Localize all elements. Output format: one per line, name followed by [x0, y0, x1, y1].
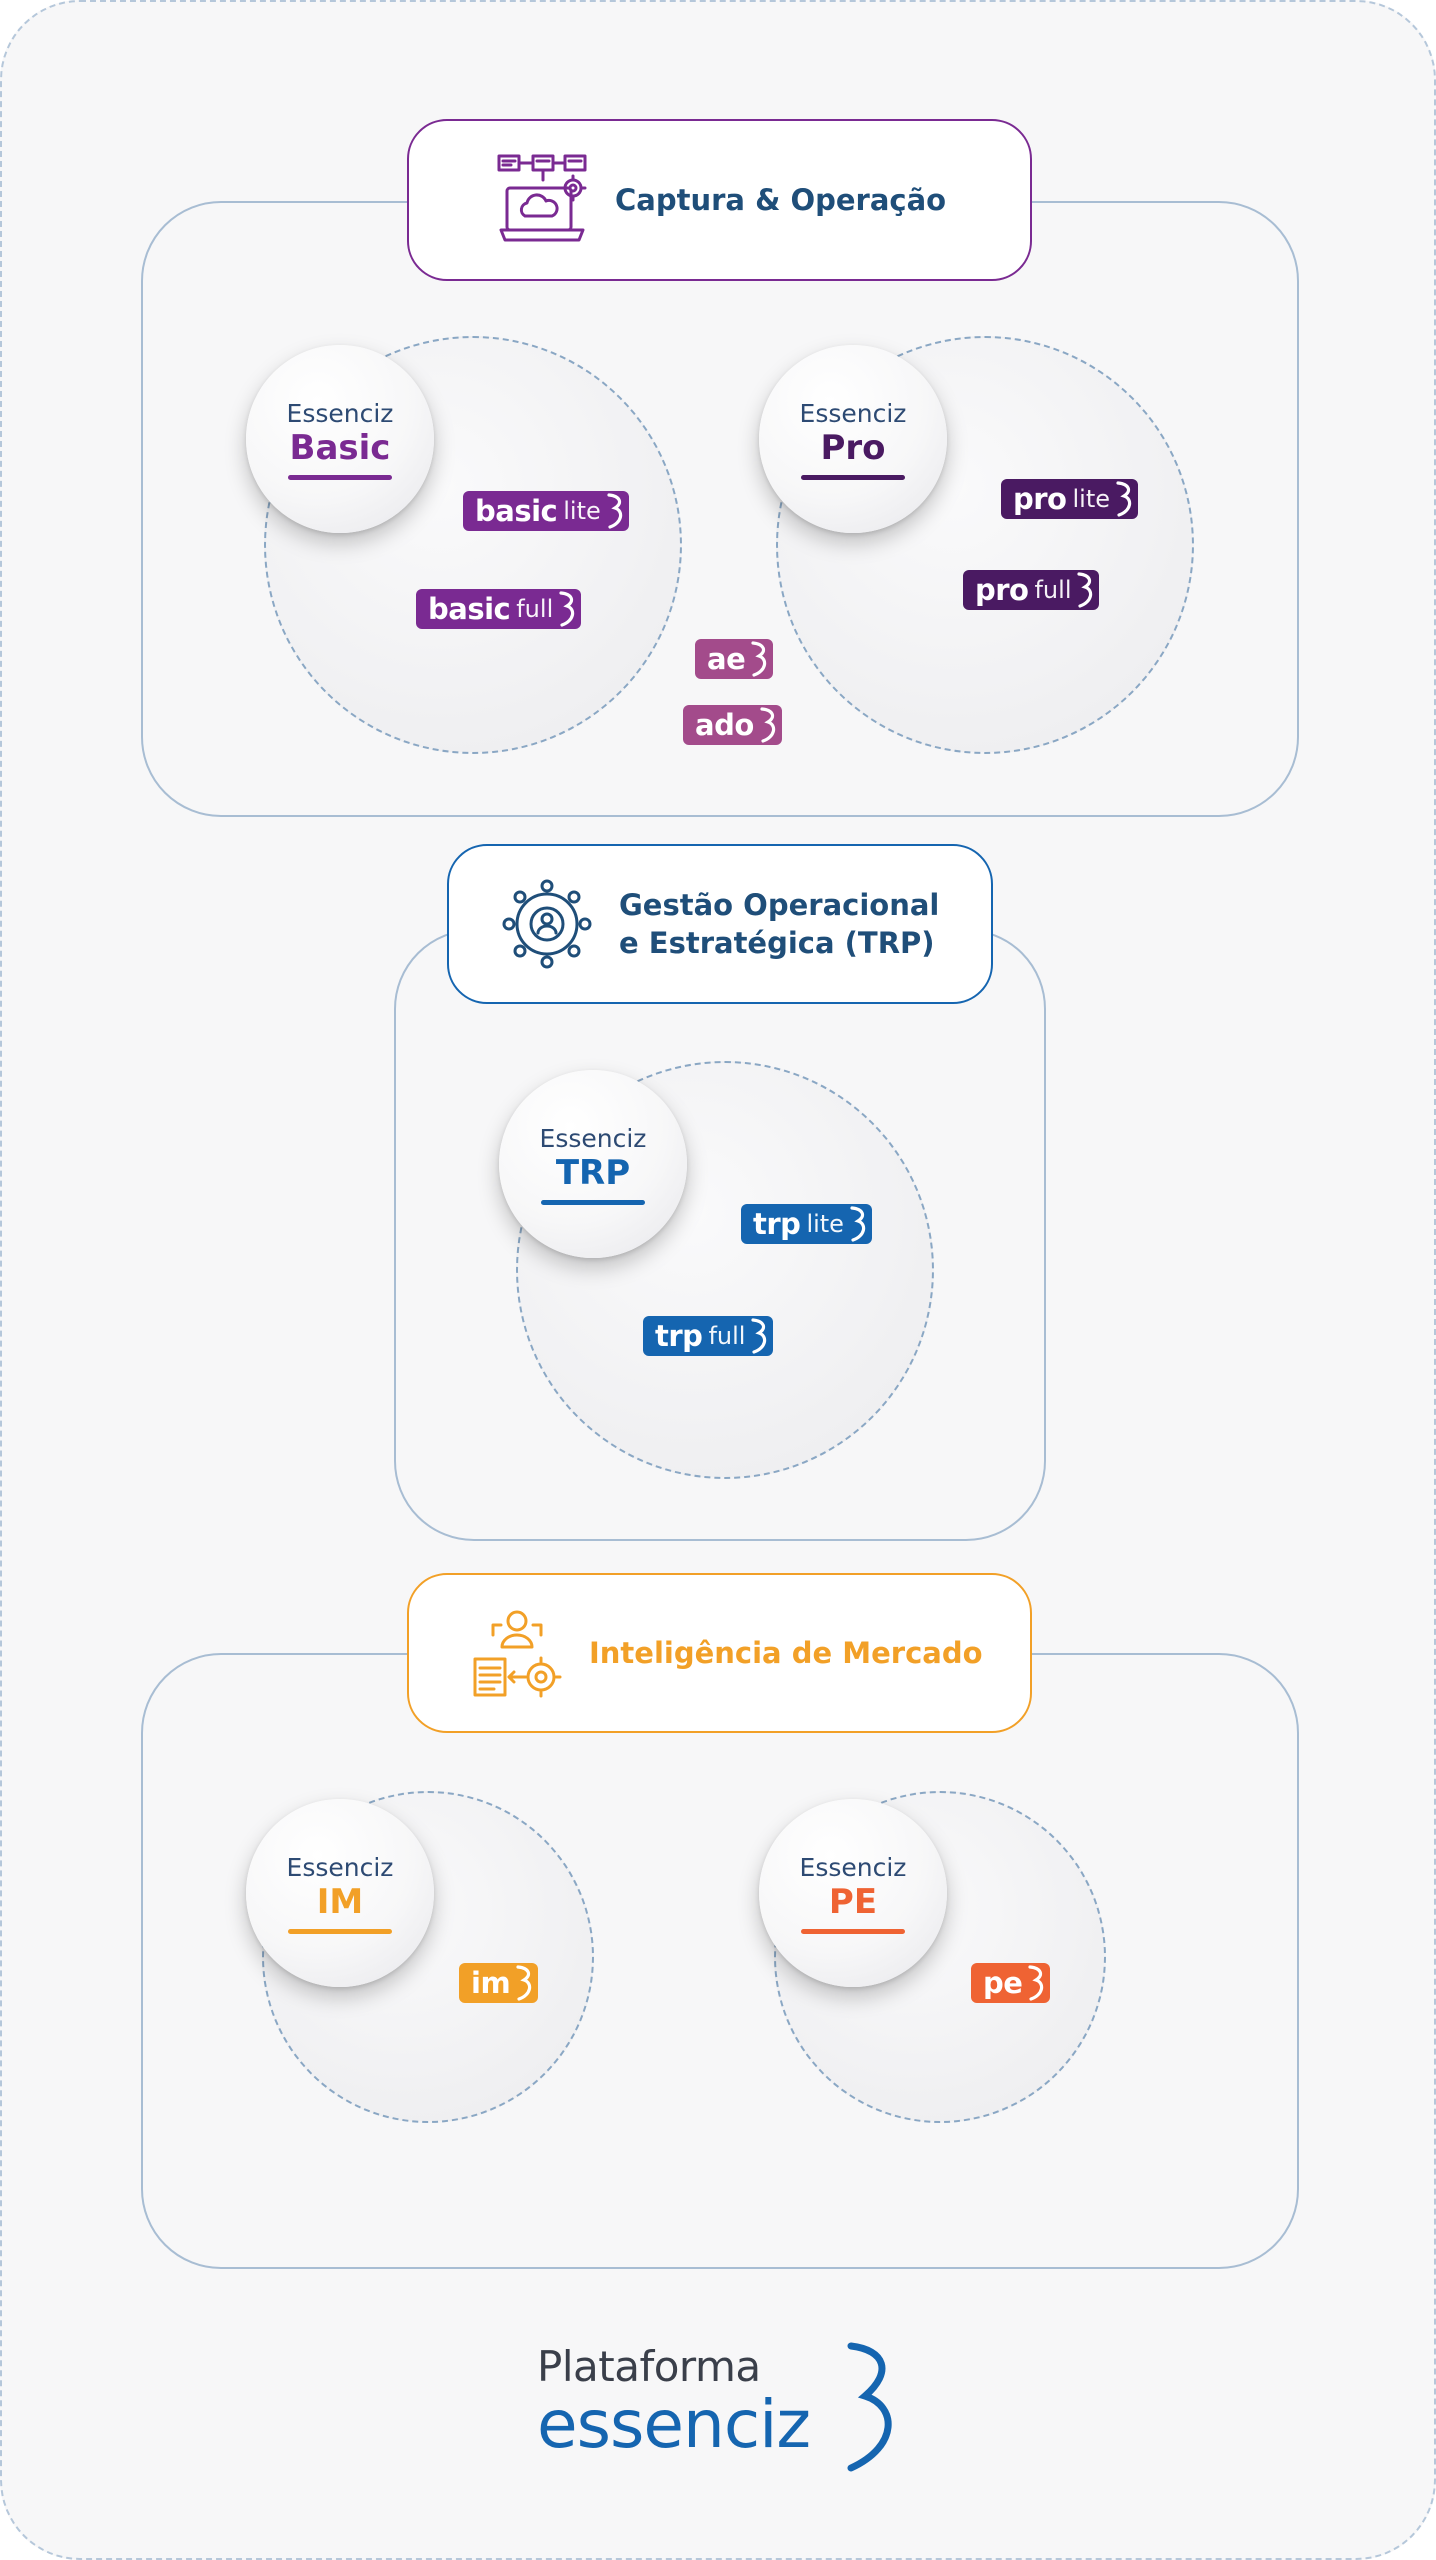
swoosh-icon — [759, 707, 779, 743]
badge-brand: Essenciz — [286, 398, 394, 428]
badge-underline — [288, 1928, 392, 1934]
section-captura-header: Captura & Operação — [407, 119, 1032, 281]
essenciz-pro-badge: Essenciz Pro — [759, 345, 947, 533]
module-tag-ado: ado — [683, 705, 782, 745]
badge-underline — [801, 474, 905, 480]
module-tag-im: im — [459, 1963, 539, 2003]
essenciz-im-badge: Essenciz IM — [246, 1799, 434, 1987]
badge-product-name: Pro — [820, 427, 886, 468]
badge-brand: Essenciz — [799, 1852, 907, 1882]
plataforma-essenciz-logo: Plataforma essenciz — [537, 2342, 917, 2482]
badge-brand: Essenciz — [286, 1852, 394, 1882]
analyst-document-gear-icon — [469, 1605, 565, 1701]
swoosh-icon — [606, 493, 626, 529]
section-trp-title: Gestão Operacional e Estratégica (TRP) — [619, 888, 940, 960]
badge-product-name: PE — [828, 1881, 878, 1922]
badge-underline — [541, 1199, 645, 1205]
swoosh-icon — [1076, 572, 1096, 608]
section-mercado-title: Inteligência de Mercado — [589, 1636, 983, 1670]
swoosh-icon — [750, 1318, 770, 1354]
logo-line-1: Plataforma — [537, 2342, 761, 2391]
swoosh-icon — [558, 591, 578, 627]
badge-product-name: TRP — [555, 1152, 631, 1193]
badge-product-name: Basic — [289, 427, 391, 468]
swoosh-icon — [1115, 481, 1135, 517]
essenciz-swoosh-logo-icon — [847, 2342, 892, 2472]
section-mercado-header: Inteligência de Mercado — [407, 1573, 1032, 1733]
laptop-cloud-gear-icon — [495, 152, 591, 248]
module-tag-pe: pe — [971, 1963, 1051, 2003]
essenciz-pe-badge: Essenciz PE — [759, 1799, 947, 1987]
swoosh-icon — [515, 1965, 535, 2001]
badge-underline — [801, 1928, 905, 1934]
section-captura-title: Captura & Operação — [615, 183, 947, 217]
essenciz-trp-badge: Essenciz TRP — [499, 1070, 687, 1258]
badge-brand: Essenciz — [799, 398, 907, 428]
swoosh-icon — [750, 641, 770, 677]
section-trp-header: Gestão Operacional e Estratégica (TRP) — [447, 844, 993, 1004]
logo-line-2: essenciz — [537, 2386, 811, 2463]
badge-product-name: IM — [316, 1881, 364, 1922]
swoosh-icon — [849, 1206, 869, 1242]
badge-brand: Essenciz — [539, 1123, 647, 1153]
badge-underline — [288, 474, 392, 480]
essenciz-basic-badge: Essenciz Basic — [246, 345, 434, 533]
swoosh-icon — [1027, 1965, 1047, 2001]
module-tag-ae: ae — [695, 639, 774, 679]
user-network-icon — [499, 876, 595, 972]
